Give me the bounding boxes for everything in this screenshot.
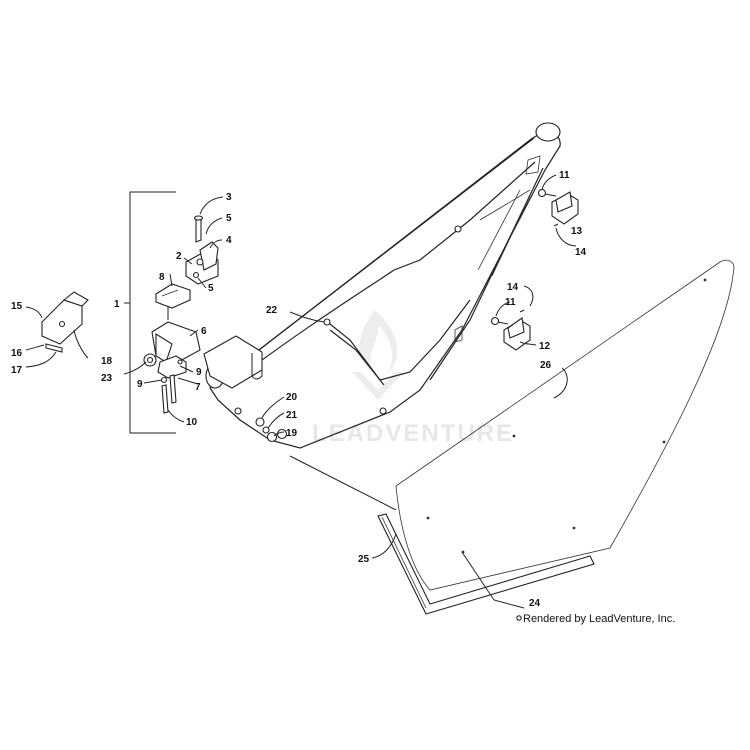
callout-17: 17: [11, 365, 23, 376]
group-1-bracket: [124, 191, 176, 434]
callout-14b: 14: [507, 282, 519, 293]
hinge-lower: [490, 309, 531, 351]
callout-3: 3: [226, 192, 232, 203]
callout-10: 10: [186, 417, 198, 428]
callout-22: 22: [266, 305, 278, 316]
callouts: 1 2 3 4 5 5 6 7 8 9 9 10 11 11 12 13 14 …: [11, 170, 587, 609]
door-frame: [203, 122, 561, 449]
callout-7: 7: [195, 382, 201, 393]
callout-6: 6: [201, 326, 207, 337]
callout-11a: 11: [559, 170, 570, 181]
callout-11b: 11: [505, 297, 516, 308]
callout-20: 20: [286, 392, 298, 403]
leader-lines: [25, 174, 577, 609]
striker-bracket: [41, 291, 89, 353]
callout-19: 19: [286, 428, 298, 439]
callout-24: 24: [529, 598, 541, 609]
callout-2: 2: [176, 251, 182, 262]
callout-18: 18: [101, 356, 113, 367]
watermark: LEADVENTURE: [312, 310, 514, 447]
callout-15: 15: [11, 301, 23, 312]
callout-23: 23: [101, 373, 113, 384]
callout-8: 8: [159, 272, 165, 283]
callout-5a: 5: [226, 213, 232, 224]
credit-text: Rendered by LeadVenture, Inc.: [523, 613, 675, 625]
callout-5b: 5: [208, 283, 214, 294]
credit: Rendered by LeadVenture, Inc.: [516, 613, 675, 625]
callout-14a: 14: [575, 247, 587, 258]
callout-13: 13: [571, 226, 583, 237]
callout-21: 21: [286, 410, 298, 421]
door-seal-strip: [377, 513, 595, 615]
callout-12: 12: [539, 341, 551, 352]
callout-9a: 9: [196, 367, 202, 378]
latch-assembly: [143, 215, 219, 414]
callout-16: 16: [11, 348, 23, 359]
callout-9b: 9: [137, 379, 143, 390]
washer-stack: [255, 417, 288, 443]
callout-25: 25: [358, 554, 370, 565]
hinge-upper: [537, 188, 579, 227]
callout-4: 4: [226, 235, 232, 246]
callout-1: 1: [114, 299, 120, 310]
callout-26: 26: [540, 360, 552, 371]
watermark-text: LEADVENTURE: [312, 420, 514, 447]
